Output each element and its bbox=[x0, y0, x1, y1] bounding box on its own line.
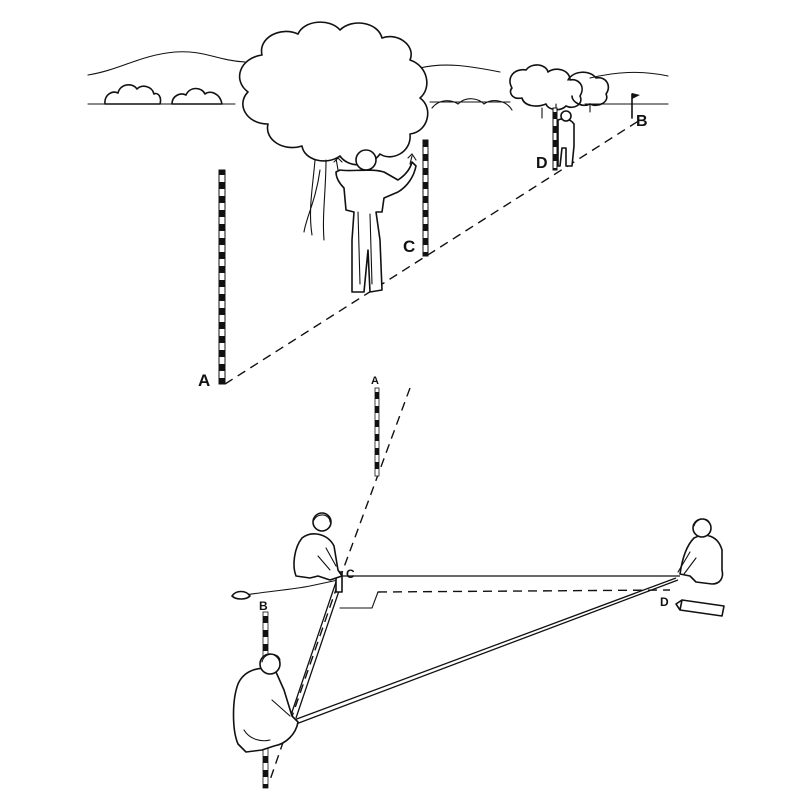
pole-a bbox=[218, 169, 226, 385]
top-scene: A B C D bbox=[87, 21, 669, 390]
hills bbox=[87, 51, 669, 79]
tape-reel bbox=[231, 590, 251, 600]
man-at-d bbox=[557, 110, 575, 167]
alignment-line-ab bbox=[224, 119, 641, 385]
person-at-d bbox=[677, 518, 724, 585]
man-waving bbox=[333, 149, 417, 293]
tape-reel-line bbox=[239, 579, 339, 597]
stake-d bbox=[675, 599, 725, 617]
label-a-bottom: A bbox=[371, 375, 379, 387]
dashed-line-cd bbox=[377, 589, 671, 593]
person-at-b bbox=[232, 653, 299, 753]
label-b-bottom: B bbox=[259, 599, 268, 613]
rope-bc-2 bbox=[295, 581, 343, 719]
bush-left-2 bbox=[171, 87, 223, 105]
bush-right bbox=[431, 98, 513, 111]
label-b-top: B bbox=[636, 113, 648, 130]
label-d-top: D bbox=[536, 155, 548, 172]
bush-left bbox=[104, 84, 162, 105]
person-at-c bbox=[293, 512, 343, 581]
label-a-top: A bbox=[198, 371, 210, 390]
right-angle-mark bbox=[339, 591, 379, 609]
rope-bd-2 bbox=[295, 579, 679, 725]
label-d-bottom: D bbox=[660, 595, 669, 609]
far-trees bbox=[509, 64, 610, 121]
pole-b bbox=[631, 93, 640, 119]
big-tree bbox=[238, 21, 429, 241]
rope-bc bbox=[289, 581, 337, 719]
bottom-scene: A B C D bbox=[231, 375, 725, 789]
pole-d bbox=[552, 107, 558, 171]
rope-bd bbox=[293, 577, 677, 721]
label-c-top: C bbox=[403, 237, 415, 256]
label-c-bottom: C bbox=[346, 567, 355, 581]
pole-a-bottom bbox=[374, 387, 380, 477]
pole-c bbox=[422, 139, 429, 257]
